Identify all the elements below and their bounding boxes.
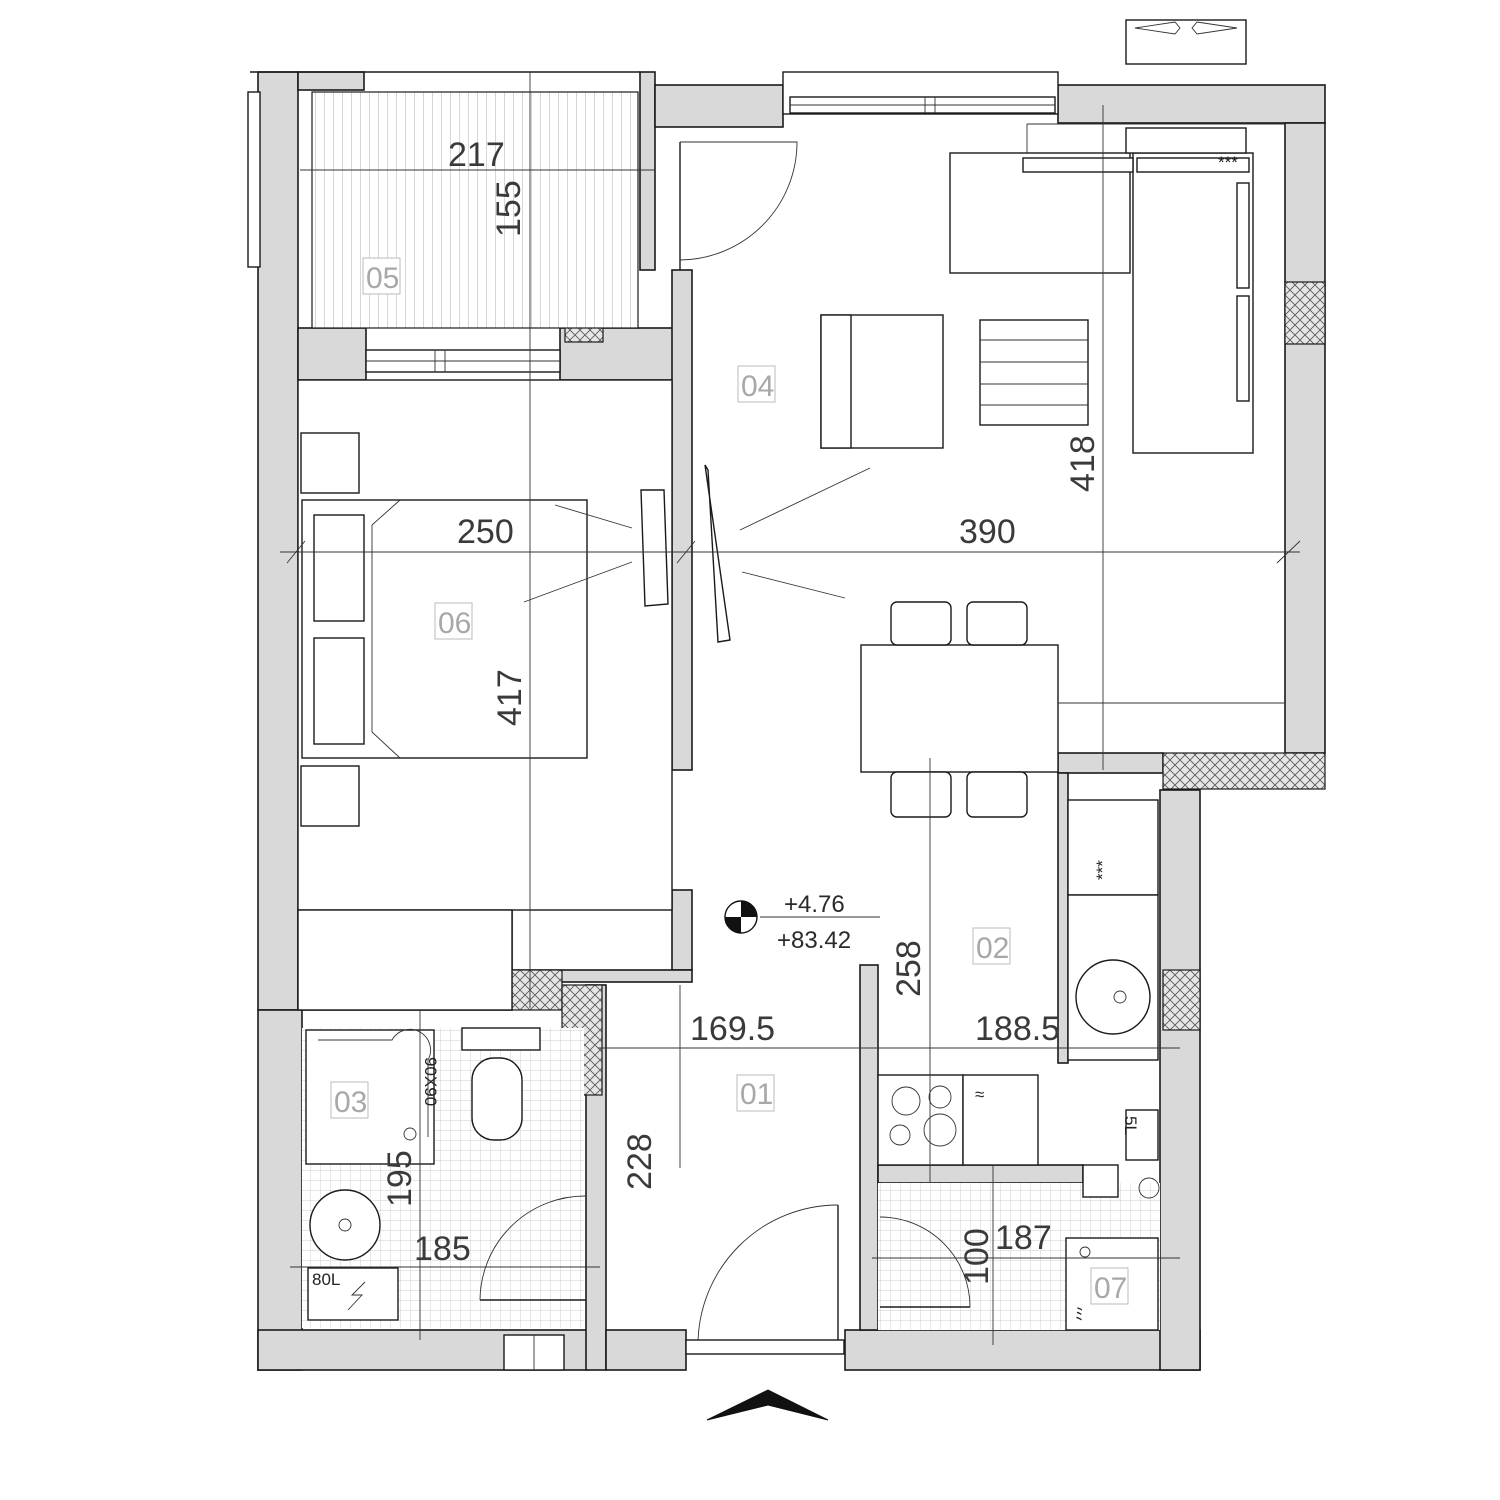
room-02-label: 02	[976, 932, 1009, 965]
towel-rail-icon: ﾐ	[1075, 1305, 1084, 1324]
bath-width-dim: 185	[414, 1230, 471, 1268]
room-04-label: 04	[741, 370, 774, 403]
heater-volume: 5L	[1121, 1116, 1140, 1135]
bath-depth-dim: 195	[381, 1150, 419, 1207]
room-01-label: 01	[740, 1078, 773, 1111]
living-width-dim: 390	[959, 513, 1016, 551]
bathroom-furniture: 90X90 80L	[305, 1027, 565, 1371]
fridge-marker-text: ***	[1093, 860, 1112, 880]
boiler-volume: 80L	[312, 1270, 340, 1289]
bedroom-depth-dim: 417	[491, 669, 529, 726]
terrace-width-dim: 217	[448, 136, 505, 174]
kitchen-furniture: *** ≈ 5L	[877, 799, 1160, 1199]
utility-width-dim: 187	[995, 1219, 1052, 1257]
room-06-label: 06	[438, 607, 471, 640]
dishwasher-icon: ≈	[975, 1085, 984, 1104]
utility-depth-dim: 100	[958, 1228, 996, 1285]
shower-size-label: 90X90	[421, 1057, 440, 1106]
room-labels: 01 02 03 04 05 06 07	[330, 257, 1129, 1305]
kitchen-depth-dim: 258	[890, 940, 928, 997]
bedroom-width-dim: 250	[457, 513, 514, 551]
dimension-lines	[280, 72, 1301, 1345]
level-relative: +4.76	[784, 891, 845, 918]
room-05-label: 05	[366, 262, 399, 295]
level-marker	[724, 900, 880, 934]
tv-marker-text: ***	[1218, 153, 1238, 172]
level-absolute: +83.42	[777, 927, 851, 954]
room-07-label: 07	[1094, 1272, 1127, 1305]
room-03-label: 03	[334, 1086, 367, 1119]
living-furniture: ***	[704, 123, 1285, 818]
entrance-arrow-icon	[706, 1389, 829, 1421]
hall-depth-dim: 228	[621, 1133, 659, 1190]
living-depth-dim: 418	[1064, 435, 1102, 492]
kitchen-width-dim: 188.5	[975, 1010, 1060, 1048]
windows	[247, 19, 1247, 373]
hall-width-dim: 169.5	[690, 1010, 775, 1048]
terrace-depth-dim: 155	[490, 180, 528, 237]
bedroom-furniture	[297, 379, 673, 1011]
terrace-deck	[311, 91, 639, 329]
